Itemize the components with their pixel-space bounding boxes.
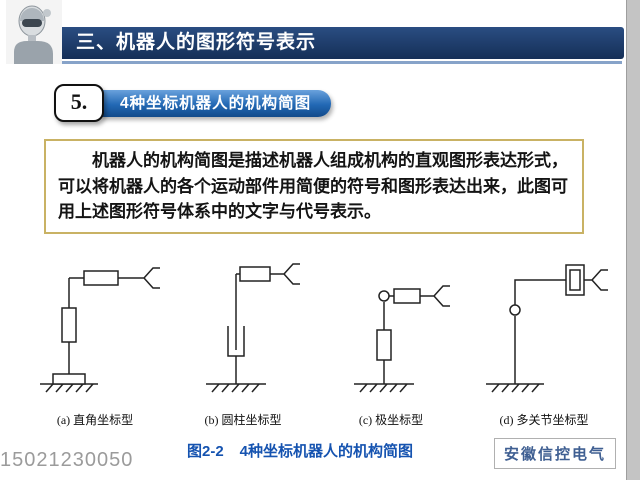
figure-caption-title: 4种坐标机器人的机构简图 (239, 443, 414, 460)
cartesian-diagram (40, 267, 160, 393)
header-underline (46, 61, 622, 64)
figure-label: (c) 极坐标型 (358, 413, 424, 427)
robot-image (6, 0, 62, 64)
figure-label: (a) 直角坐标型 (56, 413, 134, 427)
cylindrical-diagram (206, 263, 300, 393)
section-number: 5. (54, 84, 104, 122)
section-badge: 5. 4种坐标机器人的机构简图 (54, 84, 332, 122)
figure-cartesian: (a) 直角坐标型 (26, 250, 164, 428)
brand-box: 安徽信控电气 (493, 438, 616, 469)
page-title: 三、机器人的图形符号表示 (76, 32, 317, 53)
figure-label: (b) 圆柱坐标型 (204, 413, 282, 427)
figure-polar: (c) 极坐标型 (322, 250, 460, 428)
description-text: 机器人的机构简图是描述机器人组成机构的直观图形表达形式，可以将机器人的各个运动部… (58, 151, 568, 221)
brand-text: 安徽信控电气 (503, 446, 606, 463)
scrollbar[interactable] (626, 0, 640, 480)
watermark-number: 15021230050 (0, 449, 134, 471)
header-bar: 三、机器人的图形符号表示 (30, 27, 624, 59)
figure-number: 图2-2 (186, 443, 224, 460)
section-label: 4种坐标机器人的机构简图 (100, 89, 332, 117)
figure-articulated: (d) 多关节坐标型 (470, 250, 618, 428)
polar-diagram (354, 285, 450, 393)
figures-row: (a) 直角坐标型 (b) 圆柱坐标型 (26, 250, 618, 428)
figure-caption: 图2-2 4种坐标机器人的机构简图 (70, 440, 530, 461)
robot-icon (6, 0, 62, 64)
articulated-diagram (486, 264, 608, 393)
figure-cylindrical: (b) 圆柱坐标型 (174, 250, 312, 428)
figure-label: (d) 多关节坐标型 (499, 413, 589, 427)
description-box: 机器人的机构简图是描述机器人组成机构的直观图形表达形式，可以将机器人的各个运动部… (44, 139, 584, 234)
